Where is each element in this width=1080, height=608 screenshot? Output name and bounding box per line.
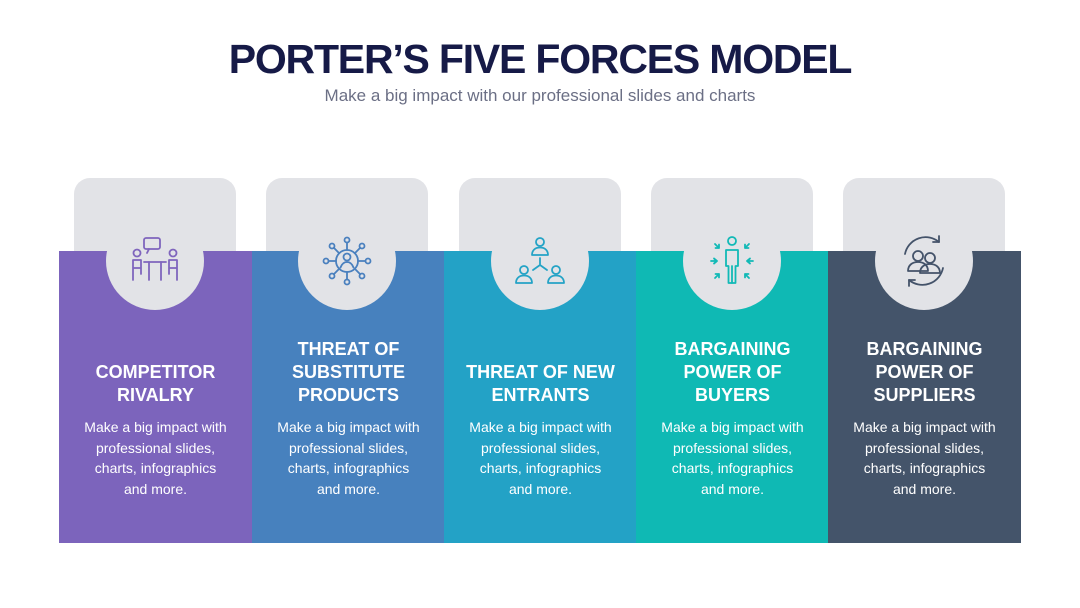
slide-subtitle: Make a big impact with our professional … [324,86,756,105]
force-icon-badge-3 [491,212,589,310]
force-heading-2: THREAT OF SUBSTITUTE PRODUCTS [291,339,405,405]
network-person-icon [322,236,372,286]
force-description-5: Make a big impact with professional slid… [853,419,996,497]
users-cycle-icon [904,235,944,287]
force-heading-4: BARGAINING POWER OF BUYERS [674,339,791,405]
meeting-table-icon [132,237,178,281]
force-description-3: Make a big impact with professional slid… [469,419,612,497]
force-icon-badge-5 [875,212,973,310]
team-hierarchy-icon [515,237,565,284]
force-description-2: Make a big impact with professional slid… [277,419,420,497]
person-arrows-icon [710,236,754,284]
force-heading-3: THREAT OF NEW ENTRANTS [466,362,615,405]
force-description-1: Make a big impact with professional slid… [84,419,227,497]
force-icon-badge-4 [683,212,781,310]
force-description-4: Make a big impact with professional slid… [661,419,804,497]
slide-title: PORTER’S FIVE FORCES MODEL [228,36,853,82]
force-heading-1: COMPETITOR RIVALRY [95,362,216,405]
force-icon-badge-1 [106,212,204,310]
force-icon-badge-2 [298,212,396,310]
force-heading-5: BARGAINING POWER OF SUPPLIERS [866,339,983,405]
